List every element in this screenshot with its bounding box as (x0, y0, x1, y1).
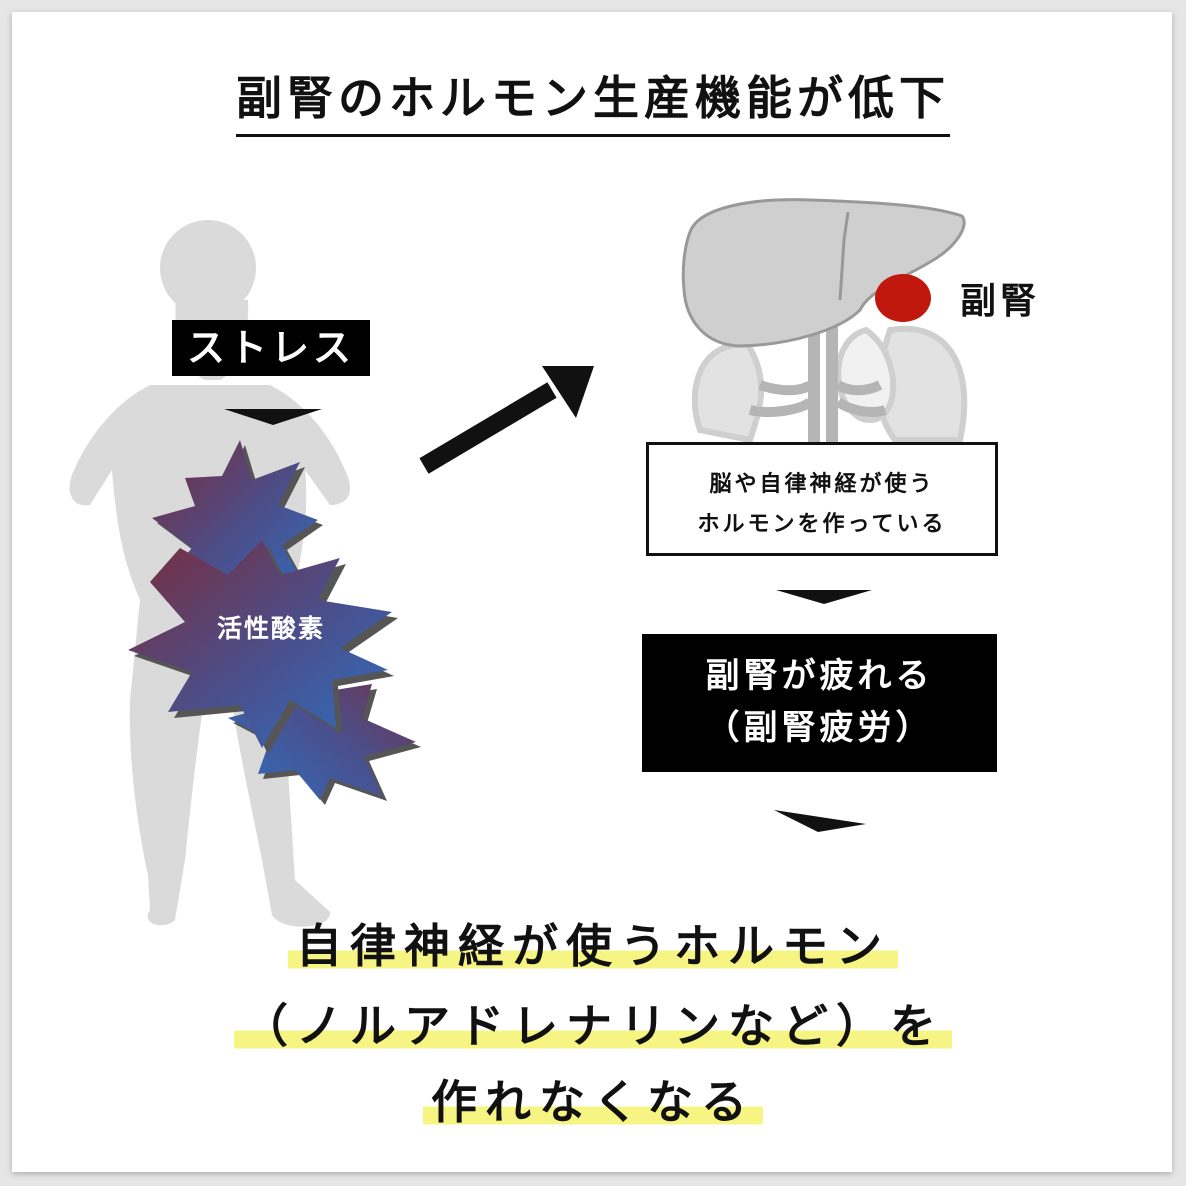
ros-burst-2 (128, 540, 398, 754)
adrenal-fatigue-box: 副腎が疲れる （副腎疲労） (642, 634, 997, 772)
page-title: 副腎のホルモン生産機能が低下 (0, 62, 1186, 137)
info-line-2: ホルモンを作っている (697, 512, 947, 537)
down-arrow-icon (224, 409, 322, 425)
liver-illustration (681, 198, 966, 348)
conclusion-line-1: 自律神経が使うホルモン (0, 910, 1186, 976)
diagonal-arrow-icon (419, 366, 594, 474)
ros-label: 活性酸素 (216, 614, 325, 643)
fatigue-line-1: 副腎が疲れる (705, 656, 934, 696)
down-arrow-icon (774, 810, 866, 832)
conclusion-line-2: （ノルアドレナリンなど）を (0, 990, 1186, 1056)
fatigue-line-2: （副腎疲労） (705, 708, 934, 748)
kidneys-illustration (691, 300, 968, 444)
down-arrow-icon (776, 590, 872, 604)
adrenal-gland (875, 274, 931, 322)
conclusion-line-3: 作れなくなる (0, 1066, 1186, 1132)
adrenal-label: 副腎 (960, 281, 1041, 322)
hormone-info-box: 脳や自律神経が使う ホルモンを作っている (646, 442, 998, 556)
info-line-1: 脳や自律神経が使う (709, 472, 935, 497)
stress-label: ストレス (172, 320, 370, 376)
